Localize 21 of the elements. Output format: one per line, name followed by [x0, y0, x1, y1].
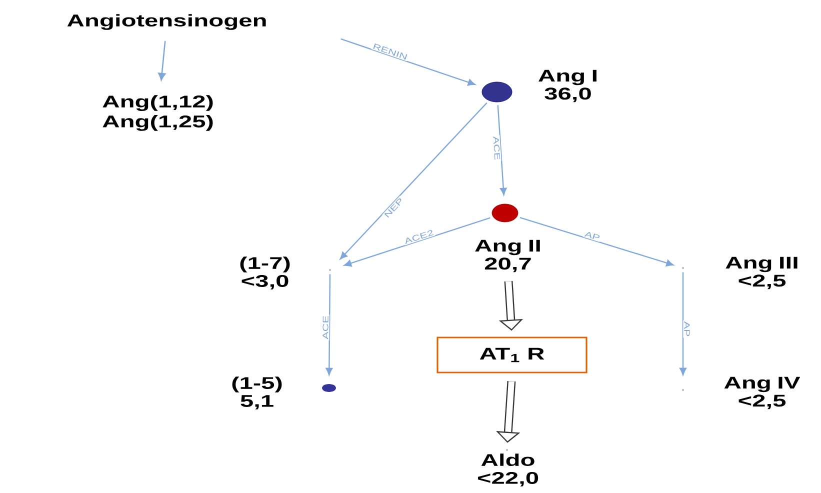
arrow	[340, 102, 488, 260]
node-label: Angiotensinogen	[67, 14, 266, 30]
node-label: Ang III <2,5	[726, 256, 798, 290]
node-label: Aldo <22,0	[478, 454, 538, 486]
sphere	[322, 384, 336, 392]
arrow	[497, 105, 507, 196]
node-label: Ang IV <2,5	[724, 376, 800, 410]
sphere	[482, 82, 512, 102]
node-label: Ang I 36,0	[538, 70, 596, 102]
receptor-box: AT$_{1}$ R	[436, 336, 588, 374]
sphere	[492, 204, 518, 222]
arrow	[158, 41, 166, 81]
node-label: Ang II 20,7	[475, 240, 540, 272]
arrow	[680, 272, 686, 376]
node-label: (1-5) 5,1	[232, 376, 282, 410]
arrow	[340, 38, 476, 86]
node-label: Ang(1,12) Ang(1,25)	[102, 95, 213, 131]
arrow	[520, 217, 674, 266]
arrow	[344, 217, 490, 267]
node-label: (1-7) <3,0	[240, 256, 290, 290]
arrow	[326, 274, 333, 376]
